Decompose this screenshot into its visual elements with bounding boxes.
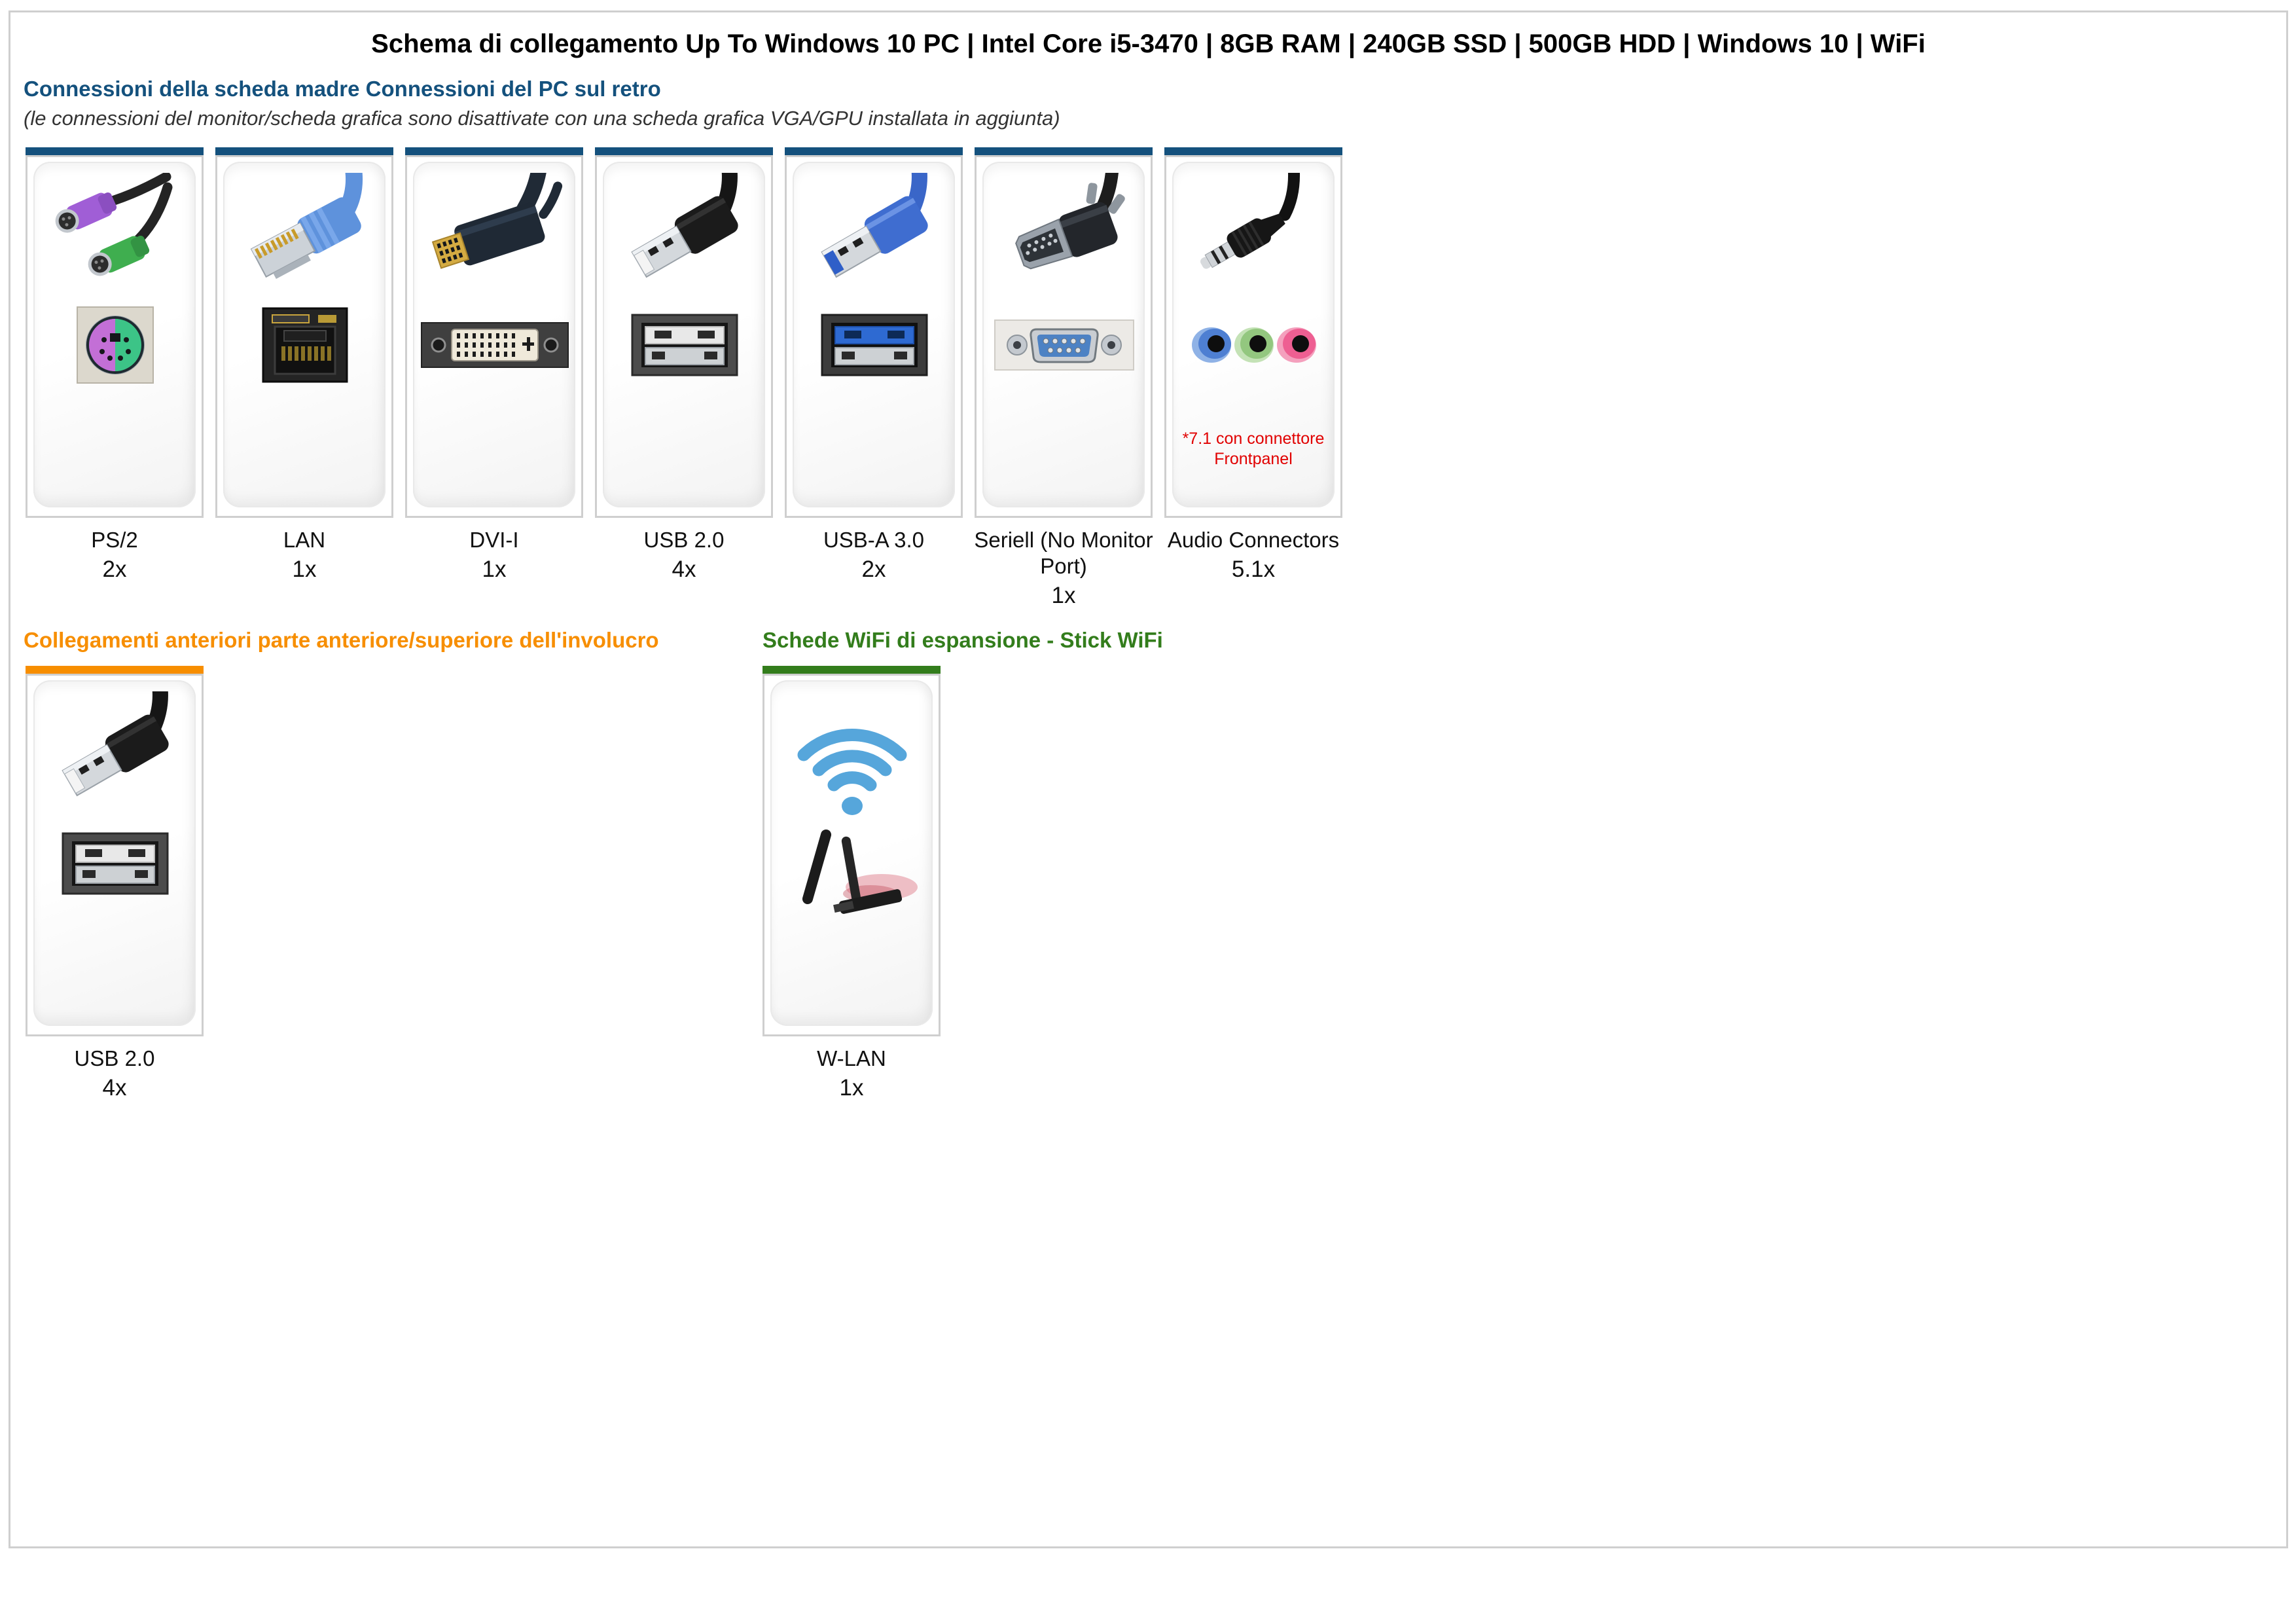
card-frame: [26, 155, 204, 518]
card-count: 1x: [839, 1075, 864, 1101]
card-count: 1x: [292, 556, 317, 582]
audio-note-line1: *7.1 con connettore: [1182, 429, 1325, 448]
card-usb2-rear: USB 2.0 4x: [595, 147, 773, 583]
card-label: PS/2: [91, 528, 138, 552]
section-front-heading: Collegamenti anteriori parte anteriore/s…: [24, 628, 659, 652]
accent-bar: [26, 147, 204, 155]
accent-bar: [762, 666, 941, 674]
ps2-plug-icon: [37, 170, 194, 301]
card-frame: [975, 155, 1153, 518]
card-photo: [33, 680, 196, 1026]
wifi-stick-icon: [774, 824, 931, 929]
card-audio: *7.1 con connettore Frontpanel Audio Con…: [1164, 147, 1342, 583]
usb3-plug-icon: [796, 170, 953, 301]
card-dvi: DVI-I 1x: [405, 147, 583, 583]
card-frame: [405, 155, 583, 518]
section-wifi-heading: Schede WiFi di espansione - Stick WiFi: [762, 628, 1163, 652]
audio-frontpanel-note: *7.1 con connettore Frontpanel: [1172, 429, 1335, 469]
card-label: DVI-I: [469, 528, 519, 552]
card-frame: *7.1 con connettore Frontpanel: [1164, 155, 1342, 518]
card-count: 4x: [672, 556, 696, 582]
card-frame: [762, 674, 941, 1036]
card-count: 1x: [1051, 583, 1076, 608]
accent-bar: [26, 666, 204, 674]
lan-plug-icon: [226, 170, 384, 301]
card-count: 5.1x: [1231, 556, 1276, 582]
card-photo: [603, 162, 765, 507]
accent-bar: [1164, 147, 1342, 155]
card-frame: [26, 674, 204, 1036]
card-photo: [223, 162, 386, 507]
card-frame: [215, 155, 393, 518]
card-count: 1x: [482, 556, 507, 582]
card-usb3: USB-A 3.0 2x: [785, 147, 963, 583]
accent-bar: [785, 147, 963, 155]
usb2-plug-icon: [606, 170, 763, 301]
card-wlan: W-LAN 1x: [762, 666, 941, 1101]
card-lan: LAN 1x: [215, 147, 393, 583]
ps2-port-icon: [37, 306, 194, 384]
usb2-port-icon: [606, 306, 763, 384]
page-container: Schema di collegamento Up To Windows 10 …: [9, 10, 2288, 1548]
serial-port-icon: [986, 306, 1143, 384]
lan-port-icon: [226, 306, 384, 384]
dvi-port-icon: [416, 306, 573, 384]
accent-bar: [405, 147, 583, 155]
card-photo: [982, 162, 1145, 507]
card-label: USB 2.0: [74, 1046, 155, 1070]
card-usb2-front: USB 2.0 4x: [26, 666, 204, 1101]
card-count: 2x: [102, 556, 127, 582]
section-rear-heading: Connessioni della scheda madre Connessio…: [24, 77, 661, 101]
card-photo: [793, 162, 955, 507]
usb2-plug-icon: [37, 688, 194, 819]
card-ps2: PS/2 2x: [26, 147, 204, 583]
card-count: 4x: [102, 1075, 127, 1101]
card-photo: [33, 162, 196, 507]
accent-bar: [975, 147, 1153, 155]
usb3-port-icon: [796, 306, 953, 384]
section-rear-note: (le connessioni del monitor/scheda grafi…: [24, 107, 1060, 130]
card-label: W-LAN: [817, 1046, 886, 1070]
card-photo: [770, 680, 933, 1026]
card-frame: [785, 155, 963, 518]
card-label: USB 2.0: [643, 528, 725, 552]
wifi-signal-icon: [774, 693, 931, 818]
accent-bar: [215, 147, 393, 155]
card-frame: [595, 155, 773, 518]
card-count: 2x: [861, 556, 886, 582]
dvi-plug-icon: [416, 170, 573, 301]
audio-note-line2: Frontpanel: [1214, 450, 1293, 468]
card-photo: *7.1 con connettore Frontpanel: [1172, 162, 1335, 507]
usb2-port-icon: [37, 824, 194, 903]
accent-bar: [595, 147, 773, 155]
card-photo: [413, 162, 575, 507]
audio-jacks-icon: [1175, 306, 1333, 384]
serial-plug-icon: [986, 170, 1143, 301]
card-serial: Seriell (No Monitor Port) 1x: [974, 147, 1153, 609]
card-label: Seriell (No Monitor Port): [974, 528, 1153, 578]
card-label: Audio Connectors: [1167, 528, 1340, 552]
audio-plug-icon: [1175, 170, 1333, 301]
page-title: Schema di collegamento Up To Windows 10 …: [371, 29, 1926, 58]
card-label: LAN: [283, 528, 326, 552]
card-label: USB-A 3.0: [823, 528, 925, 552]
